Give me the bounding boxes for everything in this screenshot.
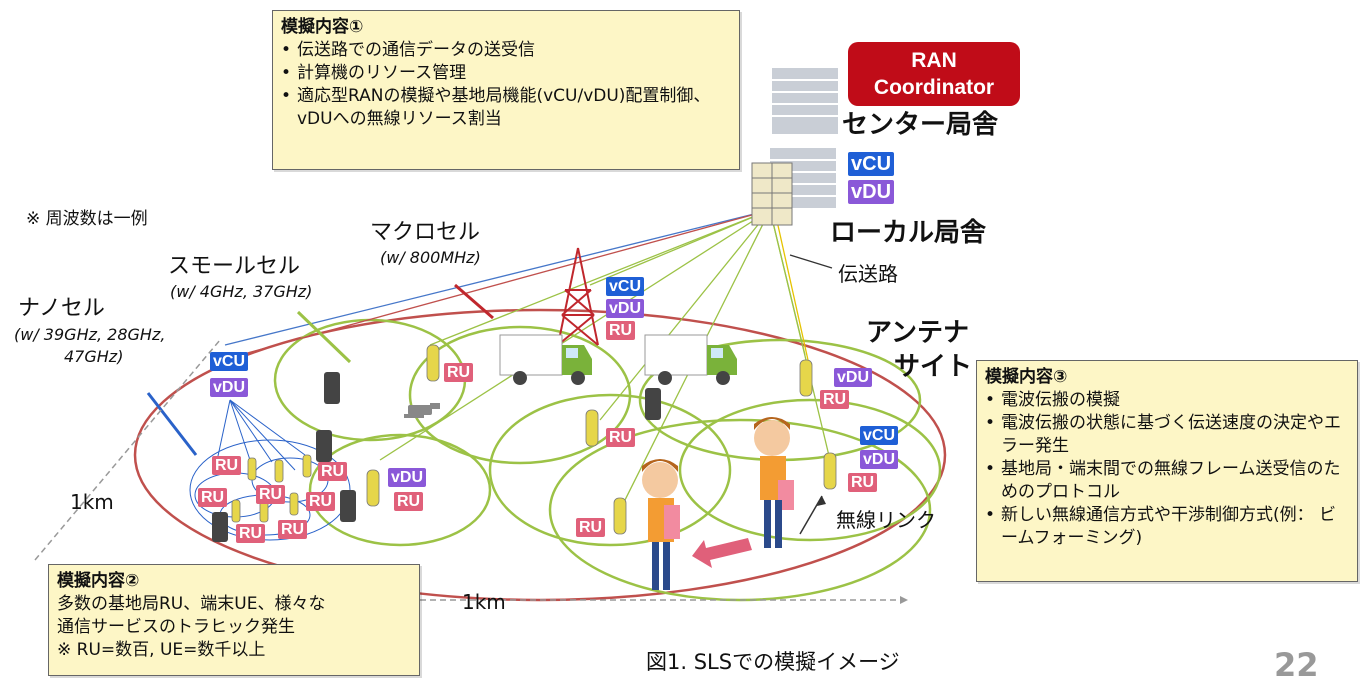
truck-icon-2 (644, 334, 737, 385)
macro-tower-icon (557, 247, 599, 346)
nano-cell-spec-line2: 47GHz) (64, 347, 124, 366)
vcu-tag: vCU (210, 352, 249, 371)
vdu-tag: vDU (210, 378, 249, 397)
vdu-tag: vDU (848, 180, 895, 204)
ru-tag: RU (236, 524, 266, 543)
nano-cell-label: ナノセル (18, 296, 105, 321)
person-icon-2 (754, 417, 794, 548)
vdu-tag: vDU (388, 468, 427, 487)
ru-tag: RU (394, 492, 424, 511)
transmission-lines (224, 209, 833, 511)
truck-icon-1 (499, 334, 592, 385)
ru-tag: RU (820, 390, 850, 409)
note3-item: 電波伝搬の状態に基づく伝送速度の決定やエラー発生 (985, 412, 1349, 458)
wireless-link-label: 無線リンク (836, 508, 936, 532)
wireless-link-arrowhead (817, 496, 826, 506)
note1-title: 模擬内容① (281, 17, 364, 37)
local-station-label: ローカル局舎 (830, 218, 987, 248)
note2-title: 模擬内容② (57, 571, 140, 591)
ru-tag: RU (318, 462, 348, 481)
camera-icon (404, 403, 440, 418)
vcu-tag: vCU (606, 277, 645, 296)
macro-cell-label: マクロセル (370, 220, 481, 245)
ran-coordinator-box: RAN Coordinator (848, 42, 1020, 106)
ru-tag: RU (576, 518, 606, 537)
scale-label-horizontal: 1km (462, 590, 506, 614)
ru-tag: RU (212, 456, 242, 475)
small-cell-label: スモールセル (168, 254, 301, 279)
ran-coordinator-line1: RAN (911, 49, 957, 72)
transmission-path-label: 伝送路 (838, 262, 898, 286)
vcu-tag: vCU (848, 152, 895, 176)
nano-cell-spec: (w/ 39GHz, 28GHz, 47GHz) (14, 324, 165, 368)
note2-line: 多数の基地局RU、端末UE、様々な (57, 594, 326, 614)
center-building-icon (772, 68, 838, 134)
nano-cell-spec-line1: (w/ 39GHz, 28GHz, (14, 325, 166, 344)
simulation-note-1: 模擬内容① 伝送路での通信データの送受信 計算機のリソース管理 適応型RANの模… (272, 10, 740, 170)
note2-line: 通信サービスのトラヒック発生 (57, 617, 295, 637)
antenna-site-line2: サイト (894, 352, 973, 382)
frequency-note: ※ 周波数は一例 (26, 209, 148, 229)
wireless-link-arrow (799, 495, 823, 535)
ru-tag: RU (444, 363, 474, 382)
vcu-tag: vCU (860, 426, 899, 445)
nano-spokes (214, 399, 306, 471)
macro-cell-spec: (w/ 800MHz) (380, 248, 481, 267)
simulation-note-2: 模擬内容② 多数の基地局RU、端末UE、様々な 通信サービスのトラヒック発生 ※… (48, 564, 420, 676)
note3-item: 基地局・端末間での無線フレーム送受信のためのプロトコル (985, 458, 1349, 504)
cell-circles (273, 318, 942, 602)
note3-title: 模擬内容③ (985, 367, 1068, 387)
ru-tag: RU (606, 428, 636, 447)
ru-tag: RU (278, 520, 308, 539)
antenna-icons (231, 344, 837, 535)
page-number: 22 (1274, 646, 1319, 684)
phone-icons (212, 372, 661, 542)
vdu-tag: vDU (606, 299, 645, 318)
small-cell-marker (296, 310, 352, 364)
note3-item: 電波伝搬の模擬 (985, 389, 1349, 412)
note3-item: 新しい無線通信方式や干渉制御方式(例： ビームフォーミング) (985, 504, 1349, 550)
ru-tag: RU (198, 488, 228, 507)
note1-item: 適応型RANの模擬や基地局機能(vCU/vDU)配置制御、vDUへの無線リソース… (281, 85, 731, 131)
vdu-tag: vDU (860, 450, 899, 469)
antenna-site-label: アンテナ サイト (866, 316, 972, 384)
movement-arrow (692, 538, 752, 568)
person-icon-1 (642, 459, 680, 590)
ru-tag: RU (256, 485, 286, 504)
scale-arrowhead (900, 596, 908, 604)
vdu-tag: vDU (834, 368, 873, 387)
note1-item: 伝送路での通信データの送受信 (281, 39, 731, 62)
ru-tag: RU (848, 473, 878, 492)
server-rack-icon (751, 162, 793, 226)
note2-line: ※ RU=数百, UE=数千以上 (57, 640, 266, 660)
scale-label-vertical: 1km (70, 490, 114, 514)
simulation-note-3: 模擬内容③ 電波伝搬の模擬 電波伝搬の状態に基づく伝送速度の決定やエラー発生 基… (976, 360, 1358, 582)
note1-item: 計算機のリソース管理 (281, 62, 731, 85)
antenna-site-line1: アンテナ (866, 318, 969, 348)
nano-cell-marker (146, 392, 198, 456)
ru-tag: RU (306, 492, 336, 511)
ran-coordinator-line2: Coordinator (873, 76, 995, 99)
figure-caption: 図1. SLSでの模擬イメージ (646, 650, 900, 674)
ru-tag: RU (606, 321, 636, 340)
small-cell-spec: (w/ 4GHz, 37GHz) (170, 282, 313, 301)
center-station-label: センター局舎 (842, 110, 999, 140)
macro-cell-marker (454, 283, 494, 320)
